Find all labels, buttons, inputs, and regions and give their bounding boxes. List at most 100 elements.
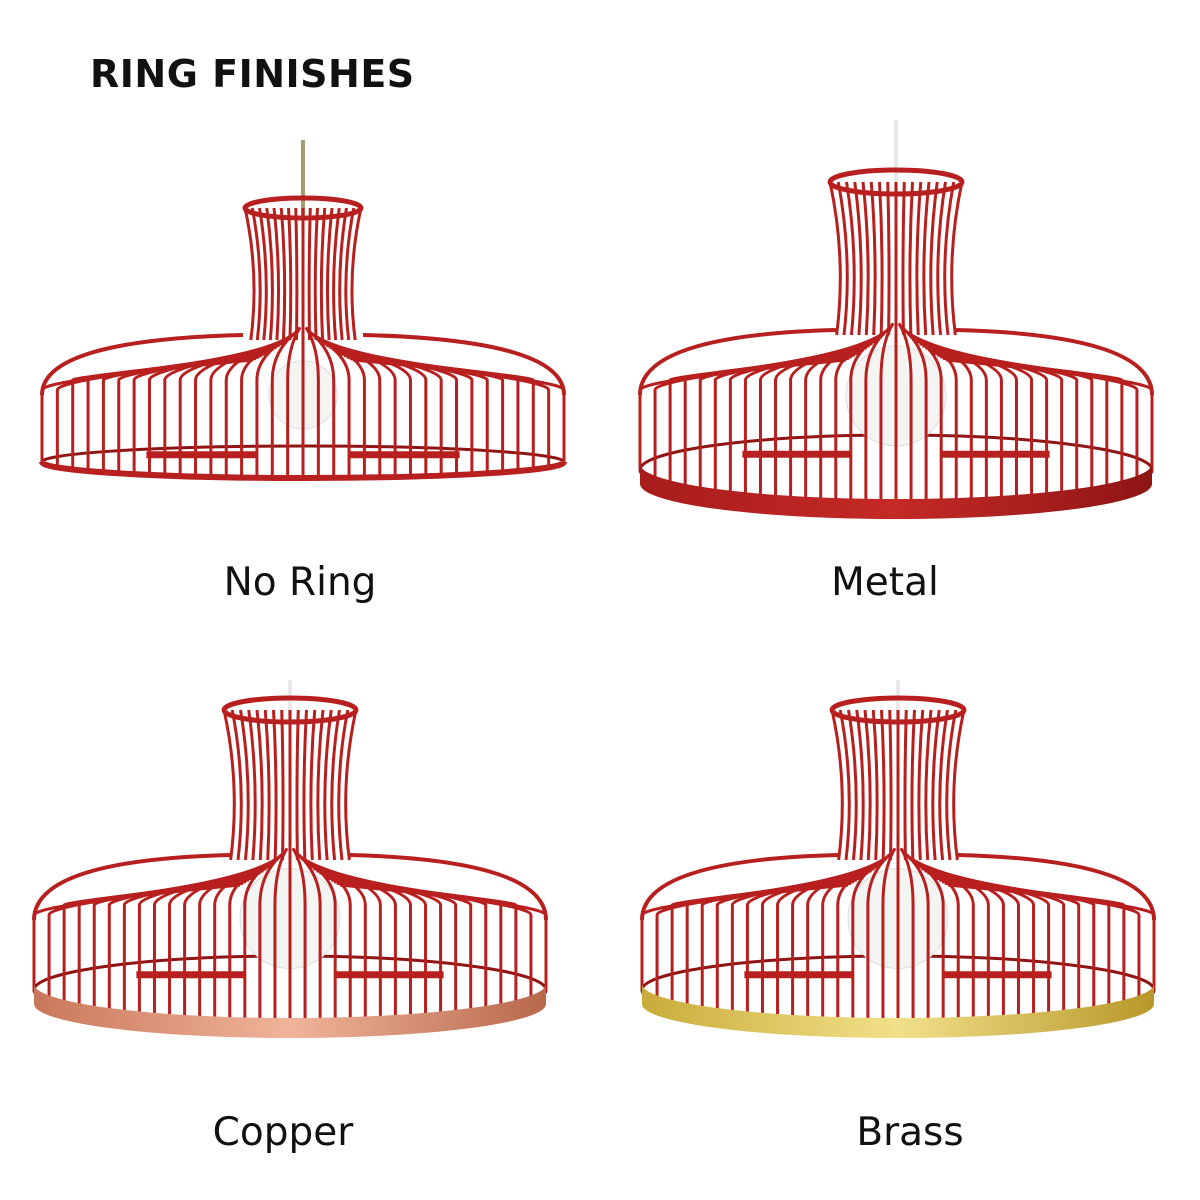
neck-bar [847,709,858,861]
neck-bar [929,181,939,336]
cage-bar [899,847,915,1024]
neck-top-rim [829,695,967,725]
neck-bar [330,709,341,861]
neck-bar [886,181,891,336]
neck-bar [287,207,293,341]
cage-bar [258,851,286,1024]
neck-bar [836,181,849,336]
variant-label-metal: Metal [831,560,939,605]
neck-bar [325,207,334,341]
cage-bar [928,348,1064,497]
cage-dome-outline [640,853,1156,921]
cage-bar [291,847,307,1024]
neck-bar [830,709,844,861]
neck-bar [258,207,268,341]
neck-bar [915,181,923,336]
neck-bar [838,709,851,861]
cage-bottom-rim [39,460,567,481]
lamp-copper-ring-image [32,680,548,1038]
cage-bar [243,854,282,1024]
cage-bar [715,875,863,1015]
neck-bar [936,181,947,336]
neck-bar [350,207,363,341]
variant-label-brass: Brass [856,1110,964,1155]
neck-bar [243,207,256,341]
neck-bar [344,207,356,341]
neck-bar [247,709,257,861]
neck-bar [265,207,274,341]
neck-bar [279,207,287,341]
neck-bar [917,709,925,861]
neck-bar [337,709,350,861]
neck-bar [295,709,300,861]
neck-bar [319,207,327,341]
neck-bar [903,709,908,861]
neck-bar [344,709,358,861]
neck-top-rim [242,195,364,221]
neck-bar [855,709,865,861]
neck-bar [910,709,916,861]
neck-bar [280,709,285,861]
variant-label-copper: Copper [212,1110,354,1155]
neck-bar [871,709,879,861]
cage-bar [879,322,895,505]
lamp-brass-ring-image [640,680,1156,1038]
neck-bar [255,709,264,861]
neck-bar [952,709,966,861]
neck-bar [931,709,941,861]
ring-band [640,464,1152,519]
neck-bar [250,207,262,341]
cage-bar [866,851,894,1024]
neck-bar [888,709,893,861]
neck-bar [332,207,341,341]
neck-bar [272,709,278,861]
neck-bar [313,207,319,341]
neck-bar [922,181,931,336]
neck-bar [316,709,325,861]
neck-bar [307,207,312,341]
cage-bar [849,329,888,505]
cage-bar [107,875,255,1015]
neck-bar [869,181,877,336]
neck-bar [938,709,949,861]
neck-bar [880,709,886,861]
cage-bar [273,847,289,1024]
cage-dome-outline [40,333,566,396]
cage-bar [851,854,890,1024]
neck-bar [945,709,958,861]
cage-dome-outline [32,853,548,921]
neck-bar [901,181,906,336]
neck-bar [861,181,870,336]
neck-bar [230,709,243,861]
cage-bar [864,326,892,505]
cage-bar [255,332,295,478]
neck-bar [338,207,348,341]
page-title: RING FINISHES [90,52,415,96]
neck-bar [943,181,956,336]
ring-band [642,984,1154,1038]
neck-bar [908,181,914,336]
neck-bar [302,709,308,861]
neck-bar [263,709,271,861]
neck-bar [853,181,863,336]
neck-bar [294,207,299,341]
neck-bar [950,181,964,336]
neck-bar [309,709,317,861]
neck-bar [878,181,884,336]
neck-bar [924,709,933,861]
variant-label-no-ring: No Ring [223,560,377,605]
neck-bar [272,207,281,341]
neck-bar [863,709,872,861]
cage-bar [881,847,897,1024]
cage-dome-outline [638,328,1154,396]
neck-bar [222,709,236,861]
lamp-no-ring-image [39,140,567,481]
lamp-metal-ring-image [638,120,1154,519]
neck-bar [239,709,250,861]
neck-bar [828,181,842,336]
neck-bar [323,709,333,861]
neck-top-rim [827,167,965,197]
neck-bar [845,181,856,336]
ring-band [34,984,546,1038]
cage-bar [897,322,913,505]
